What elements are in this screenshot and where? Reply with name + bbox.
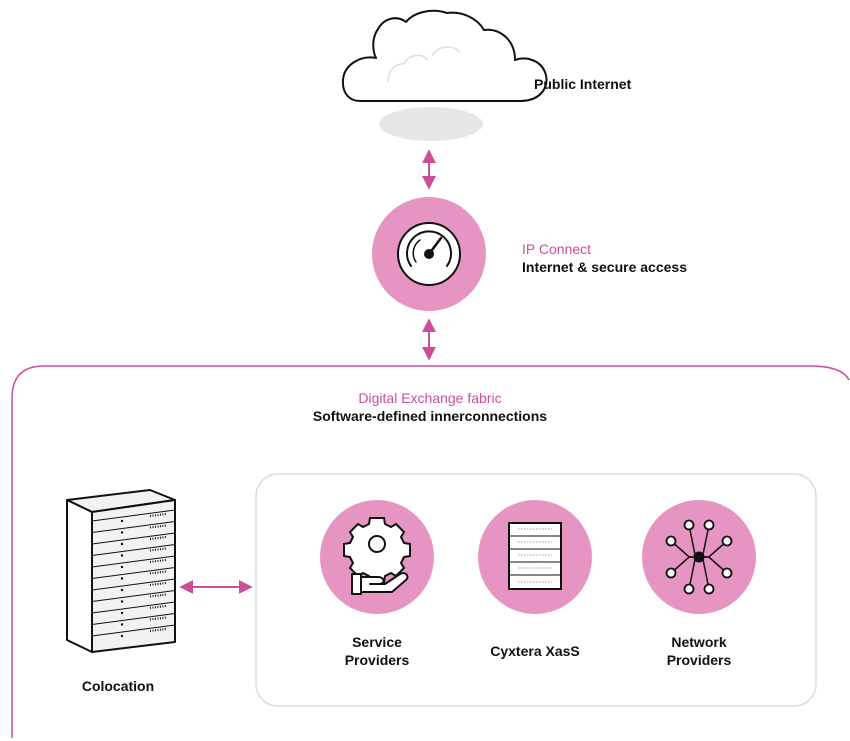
rack-unit-vent (149, 593, 167, 598)
network-node (703, 583, 715, 595)
rack-unit-led (120, 588, 124, 592)
fabric-title: Digital Exchange fabric (358, 390, 502, 406)
providers-panel (255, 473, 817, 707)
network-node (683, 519, 695, 531)
rack-unit-led (120, 577, 124, 580)
rack-unit-line (91, 567, 176, 579)
rack-unit-led (120, 531, 124, 534)
fabric-container (11, 365, 850, 738)
rack-unit-line (91, 509, 176, 522)
network-node (721, 567, 733, 579)
server-rack-icon (66, 489, 176, 653)
rack-unit-led (120, 634, 124, 638)
gear-hand-icon (320, 500, 434, 614)
rack-unit-vent (149, 524, 167, 529)
rack-unit-vent (149, 559, 167, 563)
network-node (665, 535, 677, 547)
rack-unit-vent (149, 547, 167, 552)
rack-unit-line (91, 624, 176, 637)
ip-connect-subtitle: Internet & secure access (522, 259, 687, 275)
rack-unit-line (91, 521, 176, 533)
network-icon (642, 500, 756, 614)
rack-unit-line (91, 601, 176, 614)
rack-units (91, 509, 176, 638)
ip-connect-title: IP Connect (522, 241, 592, 257)
network-node (683, 583, 695, 595)
colocation-label: Colocation (81, 678, 155, 694)
rack-unit-vent (149, 628, 167, 632)
cloud-icon (341, 9, 548, 141)
fabric-subtitle: Software-defined innerconnections (312, 408, 548, 424)
rack-unit-line (91, 613, 176, 625)
ip-connect-label-group: IP Connect Internet & secure access (522, 240, 687, 276)
rack-unit-vent (149, 605, 167, 609)
server-icon (478, 500, 592, 614)
speedometer-icon (372, 197, 486, 311)
network-node (665, 567, 677, 579)
network-node (721, 535, 733, 547)
cyxtera-xass-label: Cyxtera XasS (490, 643, 580, 659)
rack-unit-led (120, 519, 124, 523)
network-providers-label: Network Providers (666, 634, 732, 668)
rack-unit-led (120, 554, 124, 557)
rack-unit-vent (149, 570, 167, 575)
rack-unit-line (91, 532, 176, 545)
rack-unit-vent (149, 536, 167, 540)
rack-unit-vent (149, 582, 167, 586)
rack-unit-led (120, 565, 124, 569)
rack-unit-led (120, 611, 124, 615)
network-node (703, 519, 715, 531)
rack-unit-vent (149, 616, 167, 621)
rack-unit-led (120, 623, 124, 626)
rack-unit-line (91, 544, 176, 556)
rack-unit-line (91, 578, 176, 591)
service-providers-label: Service Providers (344, 634, 410, 668)
fabric-label-group: Digital Exchange fabric Software-defined… (230, 389, 630, 425)
network-hub (693, 551, 705, 563)
rack-unit-line (91, 590, 176, 602)
rack-unit-led (120, 542, 124, 546)
rack-unit-led (120, 600, 124, 603)
public-internet-label: Public Internet (534, 76, 632, 92)
rack-unit-line (91, 555, 176, 568)
rack-unit-vent (149, 513, 167, 517)
